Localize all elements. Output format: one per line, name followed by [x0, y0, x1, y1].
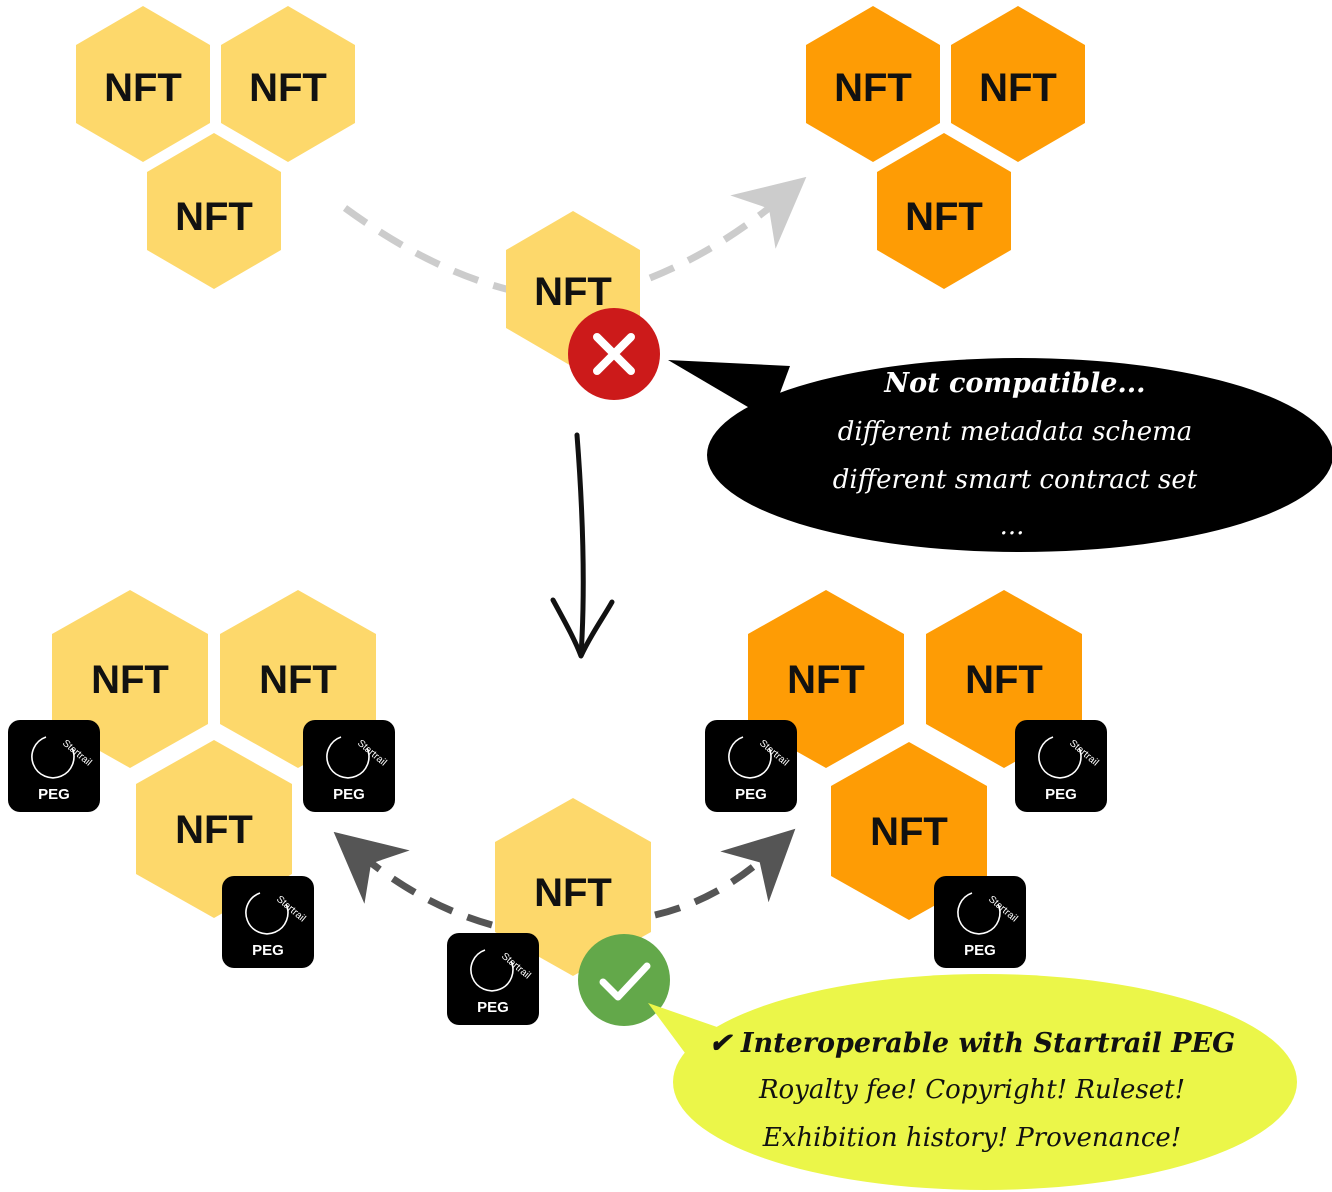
nft-hexagon: NFT [136, 740, 292, 918]
nft-hexagon: NFT [806, 6, 940, 162]
peg-label: PEG [252, 942, 284, 959]
bubble-line: Exhibition history! Provenance! [762, 1123, 1181, 1153]
bubble-title: ✔ Interoperable with Startrail PEG [709, 1028, 1235, 1059]
nft-label: NFT [175, 808, 253, 852]
startrail-peg-icon: Startrail PEG [447, 933, 539, 1025]
nft-label: NFT [534, 270, 612, 314]
bubble-line: Royalty fee! Copyright! Ruleset! [758, 1075, 1185, 1105]
nft-label: NFT [965, 658, 1043, 702]
down-arrow [550, 432, 615, 659]
peg-label: PEG [333, 786, 365, 803]
peg-label: PEG [735, 786, 767, 803]
startrail-peg-icon: Startrail PEG [934, 876, 1026, 968]
startrail-peg-icon: Startrail PEG [1015, 720, 1107, 812]
top-right-nft-cluster: NFT NFT NFT [806, 6, 1085, 289]
compatible-speech-bubble: ✔ Interoperable with Startrail PEG Royal… [648, 974, 1297, 1190]
incompatible-speech-bubble: Not compatible... different metadata sch… [668, 358, 1332, 552]
startrail-peg-icon: Startrail PEG [222, 876, 314, 968]
startrail-peg-icon: Startrail PEG [8, 720, 100, 812]
nft-label: NFT [175, 195, 253, 239]
transfer-arrow-left [333, 831, 493, 929]
check-mark-icon [578, 934, 670, 1026]
nft-label: NFT [259, 658, 337, 702]
nft-hexagon: NFT [877, 133, 1011, 289]
failed-transfer-arrow [342, 195, 785, 294]
nft-label: NFT [905, 195, 983, 239]
x-mark-icon [568, 308, 660, 400]
nft-hexagon: NFT [951, 6, 1085, 162]
nft-hexagon: NFT [221, 6, 355, 162]
bottom-left-nft-cluster: NFT NFT NFT [52, 590, 376, 918]
top-left-nft-cluster: NFT NFT NFT [76, 6, 355, 289]
peg-label: PEG [477, 999, 509, 1016]
bubble-line: ... [1000, 511, 1025, 541]
nft-label: NFT [834, 66, 912, 110]
peg-label: PEG [1045, 786, 1077, 803]
peg-label: PEG [964, 942, 996, 959]
startrail-peg-icon: Startrail PEG [705, 720, 797, 812]
nft-label: NFT [249, 66, 327, 110]
nft-label: NFT [104, 66, 182, 110]
nft-label: NFT [870, 810, 948, 854]
bubble-line: different metadata schema [838, 417, 1193, 447]
nft-label: NFT [91, 658, 169, 702]
nft-hexagon: NFT [76, 6, 210, 162]
peg-label: PEG [38, 786, 70, 803]
transfer-arrow-right [654, 828, 796, 919]
bubble-title: Not compatible... [883, 368, 1145, 399]
nft-label: NFT [534, 871, 612, 915]
moving-nft-hexagon: NFT [495, 798, 651, 976]
startrail-peg-icon: Startrail PEG [303, 720, 395, 812]
nft-label: NFT [787, 658, 865, 702]
nft-hexagon: NFT [147, 133, 281, 289]
nft-hexagon: NFT [831, 742, 987, 920]
bubble-line: different smart contract set [833, 465, 1198, 495]
nft-label: NFT [979, 66, 1057, 110]
